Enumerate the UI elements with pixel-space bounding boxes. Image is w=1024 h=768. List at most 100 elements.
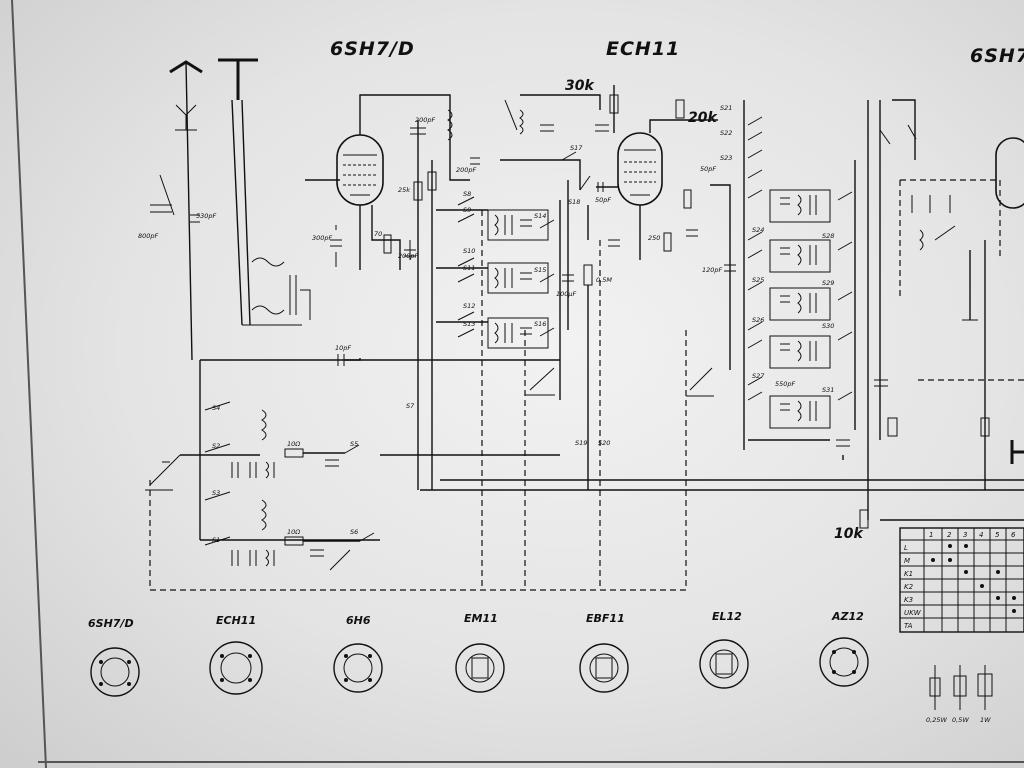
switch-label-s4: S4 [212, 404, 220, 412]
cap-label-200pf-b: 200pF [415, 116, 436, 124]
switch-label-s16: S16 [534, 320, 546, 328]
socket-6sh7d: 6SH7/D [88, 617, 140, 697]
cap-label-530pf: 530pF [196, 212, 217, 220]
switch-label-s5: S5 [350, 440, 358, 448]
switch-label-s9: S9 [463, 206, 471, 214]
lower-left-sections: 10Ω 10Ω [145, 401, 380, 571]
cap-label-300pf: 300pF [312, 234, 333, 242]
right-stage: 10k [834, 99, 1024, 542]
switch-label-group: S4 S2 S3 S1 S5 S6 S7 S8 S9 S10 S11 S12 S… [212, 104, 834, 544]
socket-ebf11: EBF11 [579, 612, 629, 693]
table-col-5: 5 [995, 531, 1000, 539]
main-bus-wiring: 10pF [149, 344, 1024, 591]
switch-label-s1: S1 [212, 536, 220, 544]
res-label-25k: 25k [398, 186, 410, 194]
cap-label-800pf: 800pF [138, 232, 159, 240]
antenna-section: 800pF 530pF [138, 58, 311, 361]
tube-6sh7d-symbol [336, 134, 384, 206]
switch-label-s26: S26 [752, 316, 764, 324]
switch-label-s21: S21 [720, 104, 732, 112]
cap-label-100uf: 100μF [556, 290, 577, 298]
switch-bank-right: 550pF [743, 100, 856, 460]
res-label-10ohm-a: 10Ω [287, 440, 300, 448]
switch-label-s12: S12 [463, 302, 475, 310]
switch-label-s7: S7 [406, 402, 415, 410]
socket-az12: AZ12 [819, 610, 869, 687]
switch-label-s8: S8 [463, 190, 471, 198]
switch-label-s24: S24 [752, 226, 764, 234]
socket-em11: EM11 [455, 612, 505, 693]
res-label-0-5m: 0,5M [596, 276, 612, 284]
cap-label-200pf-c: 200pF [456, 166, 477, 174]
socket-label-ebf11: EBF11 [586, 612, 625, 625]
switch-label-s18: S18 [568, 198, 580, 206]
switch-label-s29: S29 [822, 279, 834, 287]
tube-socket-row: 6SH7/D ECH11 6H6 EM11 EBF11 EL12 [88, 610, 869, 697]
table-col-2: 2 [947, 531, 952, 539]
table-row-ta: TA [904, 622, 913, 630]
tube-title-6sh7-right: 6SH7/ [970, 45, 1024, 67]
res-label-20k: 20k [688, 110, 718, 126]
switch-label-s11: S11 [463, 264, 475, 272]
table-col-6: 6 [1011, 531, 1016, 539]
socket-label-em11: EM11 [464, 612, 498, 625]
table-row-k3: K3 [904, 596, 913, 604]
res-label-250: 250 [648, 234, 660, 242]
res-label-70: 70 [374, 230, 382, 238]
cap-label-50pf-a: 50pF [595, 196, 611, 204]
switch-label-s17: S17 [570, 144, 583, 152]
res-label-10ohm-b: 10Ω [287, 528, 300, 536]
tube-title-ech11: ECH11 [606, 38, 680, 60]
wattage-label-0-25w: 0,25W [926, 716, 947, 724]
resistor-wattage-legend: 0,25W 0,5W 1W [926, 665, 993, 724]
switch-label-s2: S2 [212, 442, 220, 450]
socket-6h6: 6H6 [333, 614, 383, 693]
table-col-3: 3 [963, 531, 967, 539]
switch-label-s27: S27 [752, 372, 765, 380]
cap-label-120pf: 120pF [702, 266, 723, 274]
socket-label-6h6: 6H6 [346, 614, 371, 627]
wattage-label-1w: 1W [980, 716, 991, 724]
tube-title-6sh7d: 6SH7/D [330, 38, 415, 60]
stage1-wiring: 300pF 70 200pF 25k 200pF 200pF [305, 94, 480, 490]
wattage-label-0-5w: 0,5W [952, 716, 969, 724]
table-col-4: 4 [979, 531, 983, 539]
switch-bank-left: 100μF [436, 180, 577, 590]
switch-label-s23: S23 [720, 154, 732, 162]
sheet-edge-left [11, 0, 47, 768]
socket-ech11: ECH11 [209, 614, 263, 695]
switch-label-s30: S30 [822, 322, 834, 330]
table-row-k2: K2 [904, 583, 914, 591]
upper-switches [500, 94, 601, 191]
switch-label-s28: S28 [822, 232, 834, 240]
switch-label-s20: S20 [598, 439, 610, 447]
socket-label-ech11: ECH11 [216, 614, 256, 627]
cap-label-50pf-b: 50pF [700, 165, 716, 173]
switch-label-s13: S13 [463, 320, 475, 328]
switch-label-s25: S25 [752, 276, 764, 284]
switch-label-s19: S19 [575, 439, 587, 447]
cap-label-200pf-a: 200pF [398, 252, 419, 260]
socket-label-el12: EL12 [712, 610, 742, 623]
switch-label-s14: S14 [534, 212, 546, 220]
ech11-wiring: 50pF 30k 20k 250 0,5M 120pF 50pF [565, 78, 736, 590]
tube-ech11-symbol [617, 132, 663, 206]
switch-label-s22: S22 [720, 129, 732, 137]
switch-label-s10: S10 [463, 247, 475, 255]
switch-label-s6: S6 [350, 528, 358, 536]
res-label-30k: 30k [565, 78, 595, 94]
table-col-1: 1 [929, 531, 933, 539]
table-row-k1: K1 [904, 570, 913, 578]
switch-label-s31: S31 [822, 386, 834, 394]
table-row-m: M [904, 557, 910, 565]
socket-label-6sh7d: 6SH7/D [88, 617, 134, 630]
switch-label-s3: S3 [212, 489, 220, 497]
cap-label-10pf: 10pF [335, 344, 351, 352]
table-row-ukw: UKW [904, 609, 922, 617]
switch-label-s15: S15 [534, 266, 546, 274]
table-row-l: L [904, 544, 908, 552]
res-label-10k: 10k [834, 526, 864, 542]
switch-position-table: 1 2 3 4 5 6 L M K1 K2 K3 UKW TA [899, 527, 1024, 633]
